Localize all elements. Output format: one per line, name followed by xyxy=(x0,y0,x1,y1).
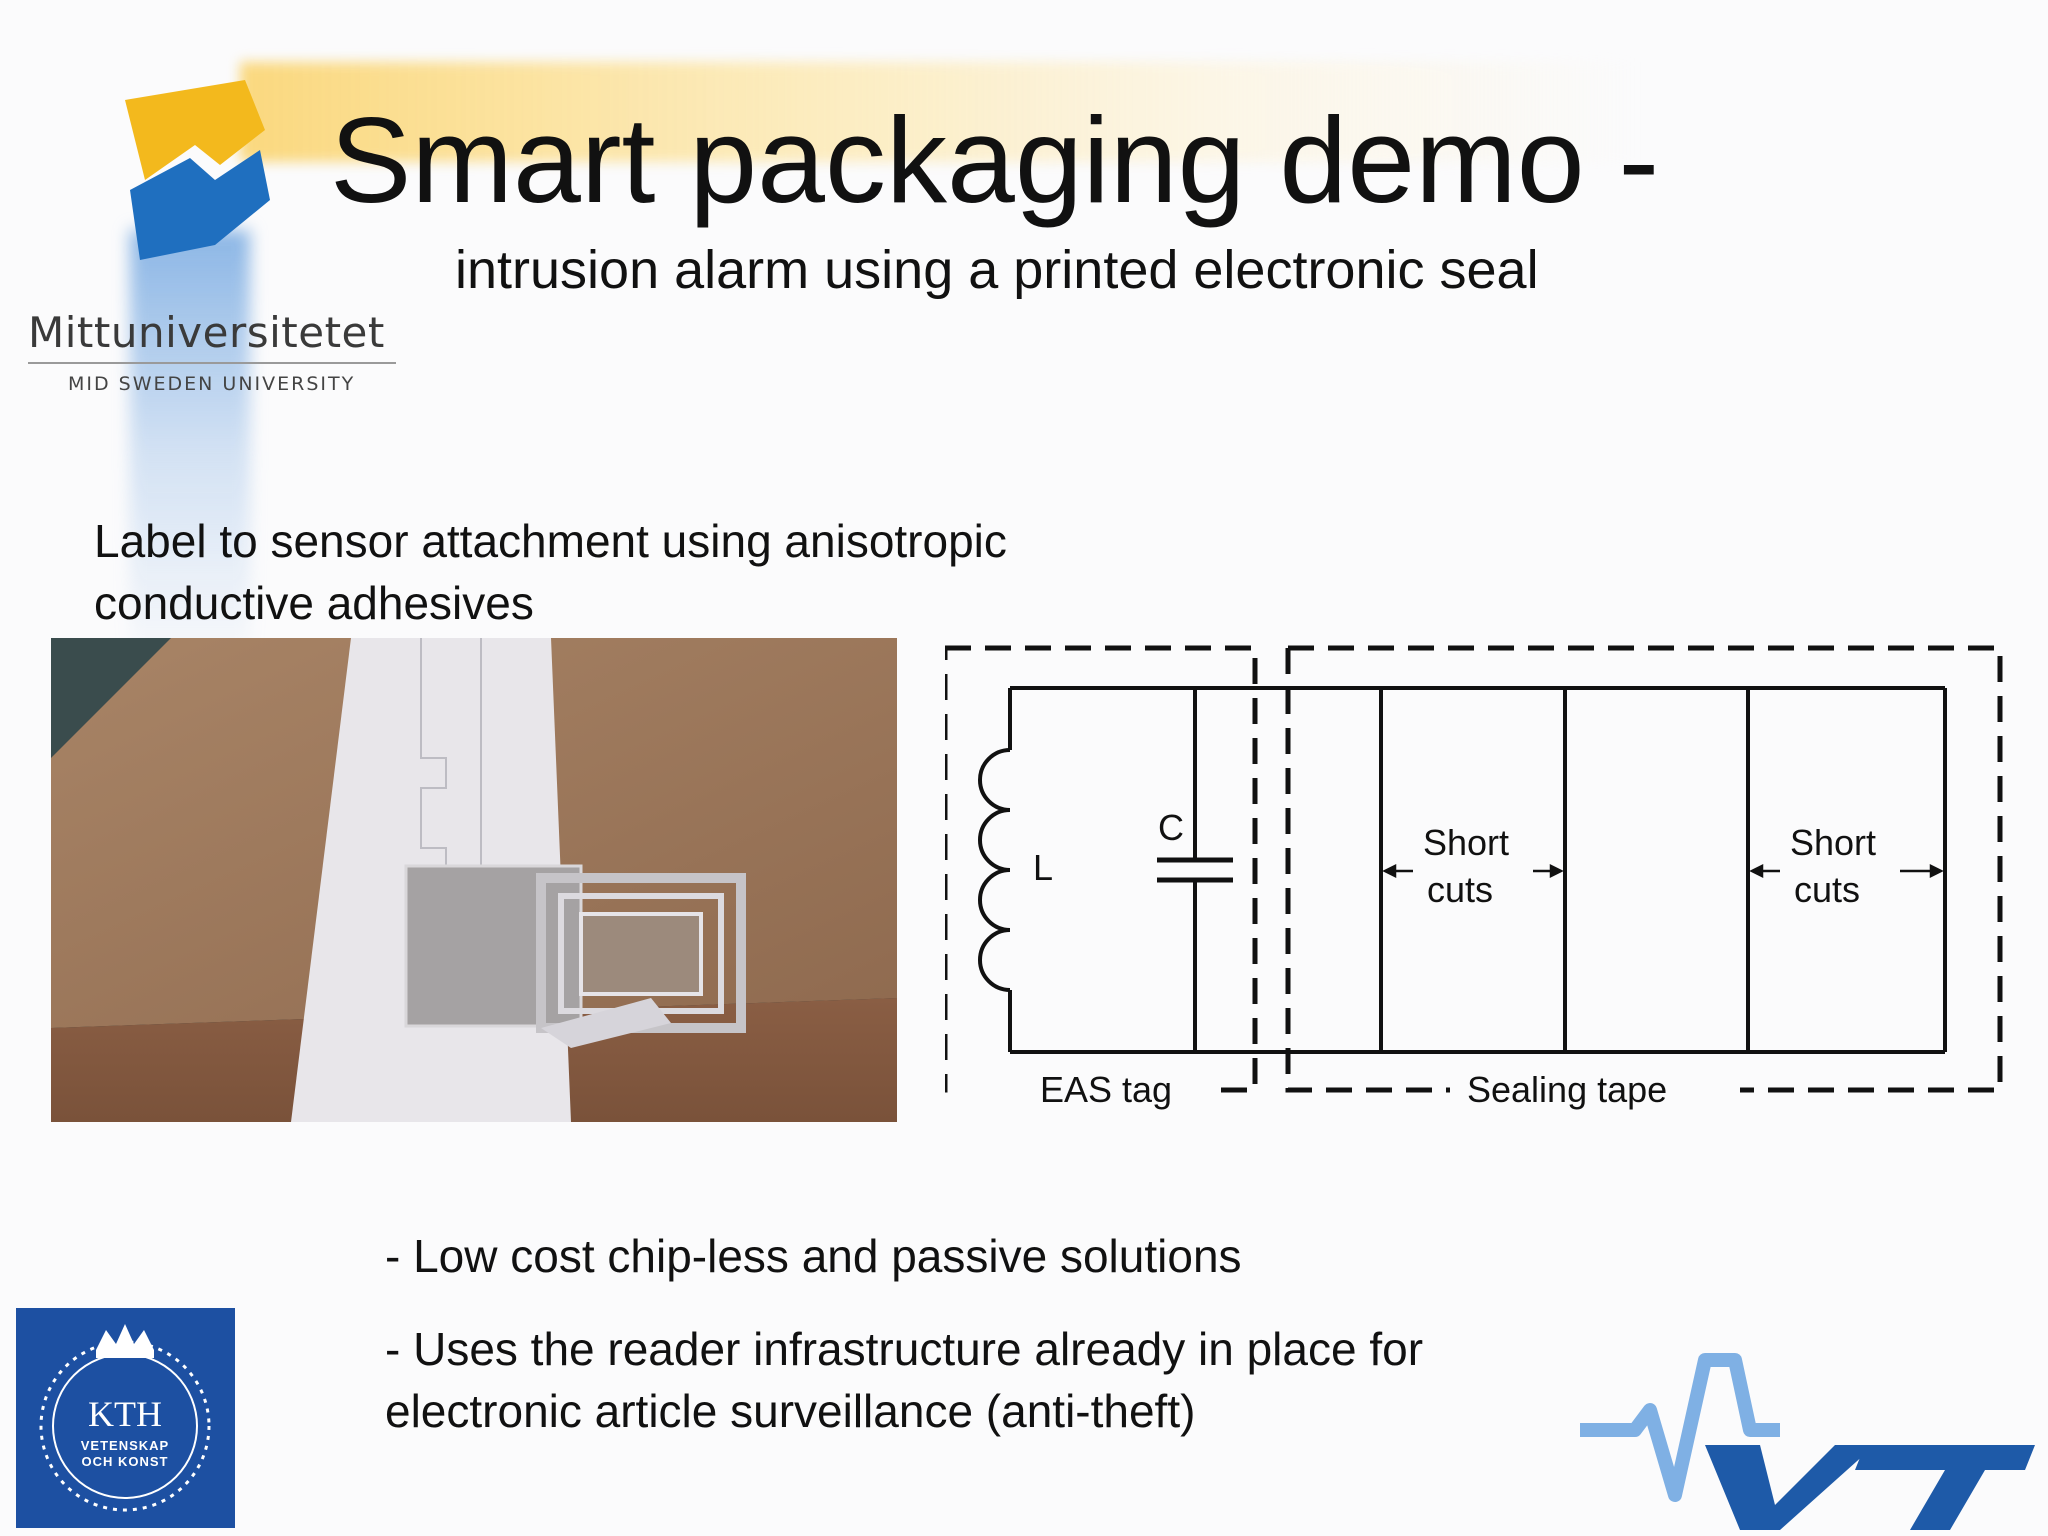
logo-beam xyxy=(130,230,250,670)
kth-logo-line1: VETENSKAP xyxy=(81,1438,169,1453)
bullet-item: - Low cost chip-less and passive solutio… xyxy=(385,1230,1242,1282)
bullet-item: - Uses the reader infrastructure already… xyxy=(385,1323,1424,1437)
photo-of-sealed-box-icon xyxy=(51,638,897,1122)
short-cuts-2-line2: cuts xyxy=(1794,869,1860,910)
kth-logo-line2: OCH KONST xyxy=(82,1454,169,1469)
circuit-diagram: L C Short cuts Short cuts EAS tag Sealin… xyxy=(945,645,2003,1110)
header-glow xyxy=(240,62,1640,162)
short-cuts-1-line2: cuts xyxy=(1427,869,1493,910)
slide-subtitle: intrusion alarm using a printed electron… xyxy=(455,240,1539,300)
eas-tag-border xyxy=(945,645,1258,1093)
sealing-tape-border-left xyxy=(1285,648,1450,1093)
inductor-label: L xyxy=(1033,847,1053,888)
short-cuts-1-line1: Short xyxy=(1423,822,1509,863)
capacitor-label: C xyxy=(1158,807,1184,848)
sealing-tape-label: Sealing tape xyxy=(1467,1069,1667,1110)
kth-logo-icon: KTH VETENSKAP OCH KONST xyxy=(16,1308,235,1528)
kth-logo-name: KTH xyxy=(88,1394,162,1434)
miun-logo-rule xyxy=(28,362,396,364)
miun-logo-name: Mittuniversitetet xyxy=(28,308,385,357)
photo-caption: Label to sensor attachment using anisotr… xyxy=(94,515,1007,629)
eas-tag-label: EAS tag xyxy=(1040,1069,1172,1110)
miun-logo-icon xyxy=(125,80,270,260)
seal-photo xyxy=(51,638,897,1122)
slide-title: Smart packaging demo - xyxy=(330,92,1660,228)
vtt-logo-icon xyxy=(1580,1353,2035,1530)
miun-logo-subtitle: MID SWEDEN UNIVERSITY xyxy=(68,373,356,395)
inductor-icon xyxy=(978,748,1011,992)
sealing-tape-border xyxy=(1288,645,2003,1093)
short-cuts-2-line1: Short xyxy=(1790,822,1876,863)
